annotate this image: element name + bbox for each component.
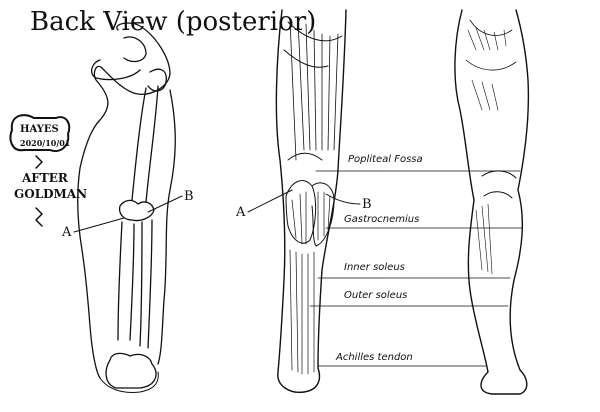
label-outer-soleus: Outer soleus <box>344 290 407 301</box>
label-gastrocnemius: Gastrocnemius <box>344 214 419 225</box>
label-achilles-tendon: Achilles tendon <box>335 352 413 363</box>
label-inner-soleus: Inner soleus <box>344 262 405 273</box>
marker-a-skeleton: A <box>61 225 72 240</box>
credit-line-2: GOLDMAN <box>14 187 87 201</box>
surface-leg-figure <box>454 9 530 395</box>
author-signature: HAYES 2020/10/01 <box>9 114 70 169</box>
marker-b-skeleton: B <box>184 189 194 204</box>
leader-b-muscle <box>325 193 361 205</box>
marker-b-muscle: B <box>362 197 372 212</box>
page-title: Back View (posterior) <box>30 7 316 37</box>
leader-b-skeleton <box>147 195 183 213</box>
squiggle-arrow <box>35 207 43 227</box>
label-popliteal-fossa: Popliteal Fossa <box>348 154 423 165</box>
credit-line-1: AFTER <box>21 171 69 185</box>
leader-lines <box>309 170 523 367</box>
signature-date: 2020/10/01 <box>20 138 70 148</box>
skeleton-figure <box>77 22 176 393</box>
muscle-leg-figure <box>275 9 347 393</box>
leader-a-muscle <box>247 189 293 213</box>
marker-a-muscle: A <box>235 205 246 220</box>
leader-a-skeleton <box>73 217 125 233</box>
signature-name: HAYES <box>20 124 59 135</box>
